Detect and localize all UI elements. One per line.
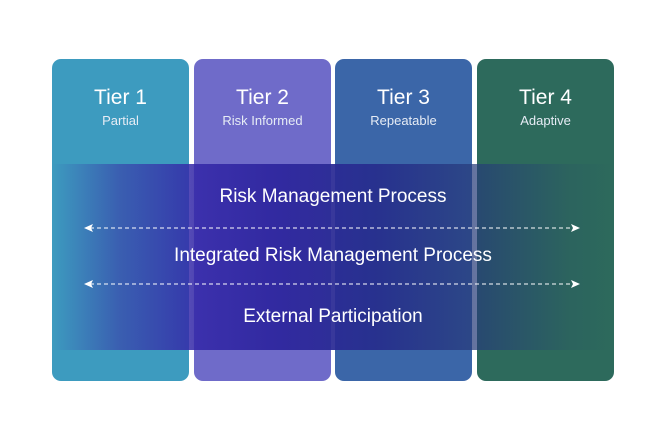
double-arrow-icon <box>84 224 580 232</box>
tier-2-title: Tier 2 <box>236 86 289 109</box>
tier-2-subtitle: Risk Informed <box>222 113 303 128</box>
process-label-risk-management: Risk Management Process <box>219 186 447 207</box>
tier-1-title: Tier 1 <box>94 86 147 109</box>
double-arrow-icon <box>84 280 580 288</box>
tier-1-subtitle: Partial <box>102 113 139 128</box>
process-label-integrated-risk-management: Integrated Risk Management Process <box>174 245 492 266</box>
tier-3-subtitle: Repeatable <box>370 113 437 128</box>
tier-3-title: Tier 3 <box>377 86 430 109</box>
tier-4-title: Tier 4 <box>519 86 572 109</box>
tier-4-subtitle: Adaptive <box>520 113 571 128</box>
process-band <box>52 164 614 350</box>
process-label-external-participation: External Participation <box>243 306 423 327</box>
